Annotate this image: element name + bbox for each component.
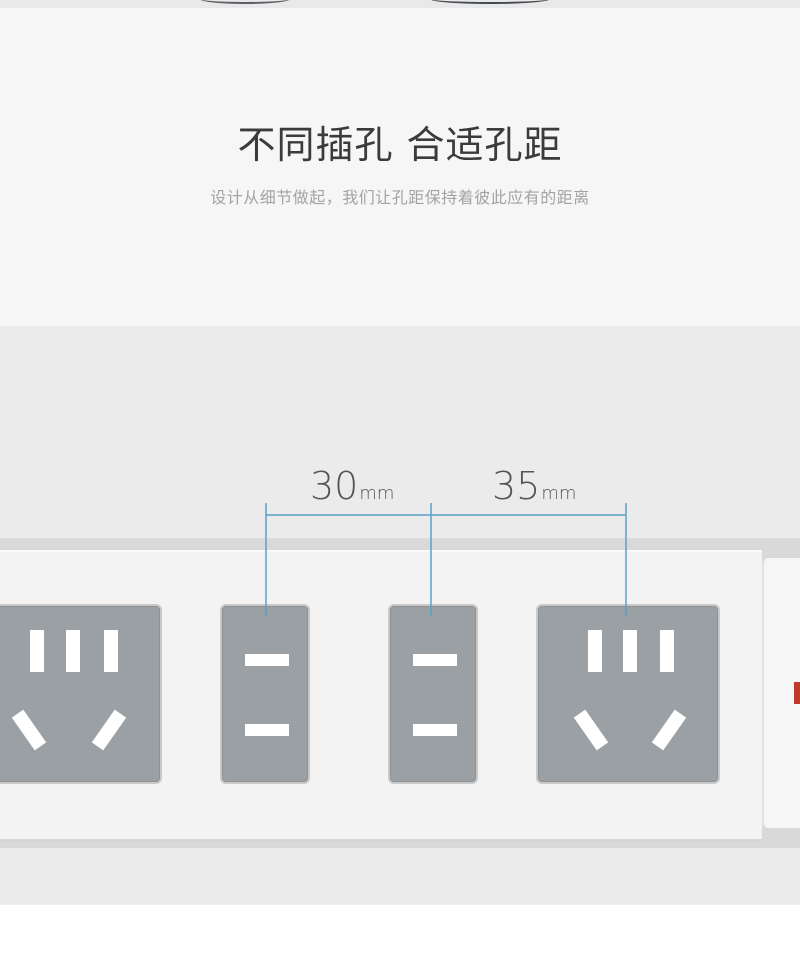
dimension-unit: mm (359, 483, 395, 504)
socket-slot (413, 724, 457, 736)
dimension-unit: mm (541, 483, 577, 504)
socket-slot (30, 630, 44, 672)
footer-spacer (0, 904, 800, 956)
dimension-label: 30mm (310, 464, 394, 508)
socket-slot (413, 654, 457, 666)
socket-slot (660, 630, 674, 672)
socket-slot (623, 630, 637, 672)
dimension-lines (265, 503, 627, 616)
feature-header: 不同插孔 合适孔距 设计从细节做起，我们让孔距保持着彼此应有的距离 (0, 8, 800, 326)
decor-arc (430, 0, 550, 4)
socket-slot (588, 630, 602, 672)
dimension-value: 35 (492, 464, 541, 508)
dimension-label: 35mm (492, 464, 576, 508)
two-hole-socket (220, 604, 310, 784)
product-image: 30mm 35mm (0, 326, 800, 904)
top-image-edge (0, 0, 800, 8)
socket-slot (104, 630, 118, 672)
five-hole-socket (0, 604, 162, 784)
socket-slot (245, 724, 289, 736)
page-subtitle: 设计从细节做起，我们让孔距保持着彼此应有的距离 (210, 188, 590, 207)
decor-arc (200, 0, 290, 4)
socket-slot (66, 630, 80, 672)
power-strip-switch-end (762, 558, 800, 828)
socket-slot (245, 654, 289, 666)
page-title: 不同插孔 合适孔距 (237, 123, 563, 167)
five-hole-socket (536, 604, 720, 784)
dimension-value: 30 (310, 464, 359, 508)
indicator-light (794, 682, 800, 704)
two-hole-socket (388, 604, 478, 784)
